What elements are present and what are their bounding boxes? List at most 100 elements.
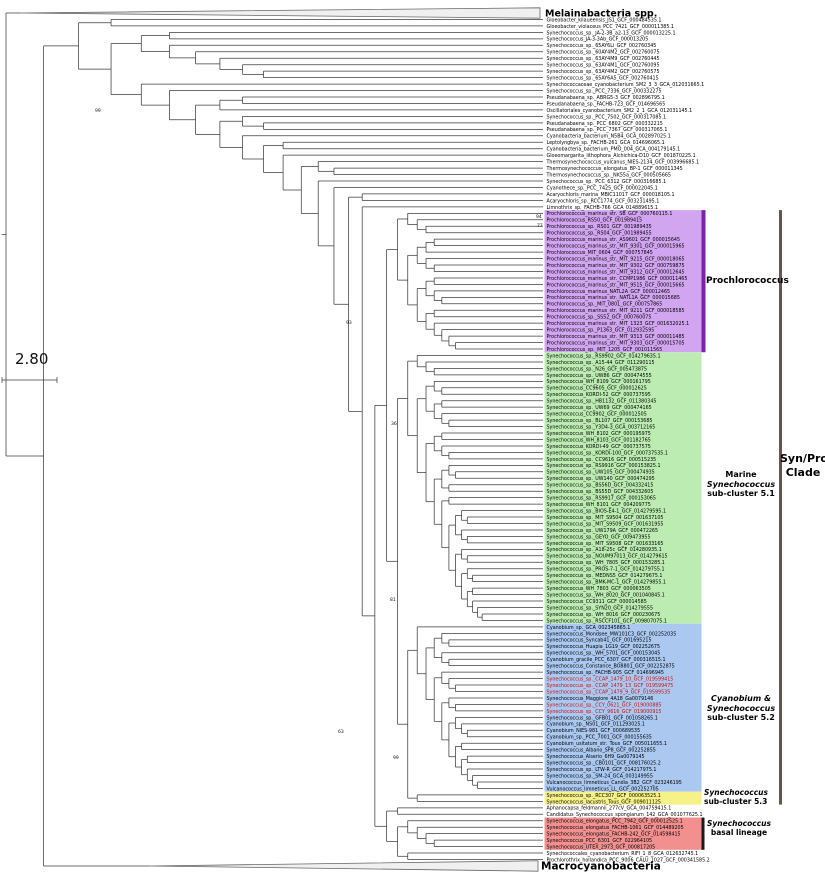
taxon-label: Synechococcus_CC9605_GCF_000012625	[547, 386, 647, 392]
clade-label-synpro-line2: Clade	[785, 466, 821, 479]
taxon-label: Synechococcus_sp._N26_GCF_005473875	[547, 366, 648, 372]
taxon-label: Aphanocapsa_feldmannii_277cV_GCA_0047594…	[547, 806, 672, 812]
clade-label-basal-line1: Synechococcus	[707, 819, 771, 828]
taxon-label: Synechococcus_Mondsee_MW101C3_GCF_002252…	[547, 631, 677, 637]
taxon-label: Cyanobacteria_bacterium_PMO_004_GCA_0041…	[547, 147, 681, 153]
support-value: 93	[346, 320, 352, 326]
taxon-label: Synechococcus_sp._BS55D_GCF_004332605	[547, 489, 654, 495]
taxon-label: Prochlorococcus_marinus_str._SB_GCF_0007…	[547, 211, 673, 217]
taxon-label: Thermosynechococcus_sp._NK55a_GCF_000505…	[546, 172, 671, 178]
taxon-label: Synechococcus_sp._65AY6A5_GCF_002760415	[547, 76, 659, 82]
taxon-label: Synechococcus_sp._SM-24_GCA_003149955	[547, 773, 653, 779]
clade-label-marine-subcluster-5-1: Marine Synechococcus sub-cluster 5.1	[700, 470, 782, 499]
clade-label-marine-line3: sub-cluster 5.1	[707, 489, 775, 498]
taxon-label: Synechococcus_sp._UW86_GCF_000474555	[547, 373, 652, 379]
taxon-label: Synechococcus_sp._CCAP_1479_9_GCF_019599…	[547, 689, 671, 695]
taxon-label: Thermosynechococcus_vulcanus_NIES-2134_G…	[546, 160, 700, 166]
clade-label-c52-line3: sub-cluster 5.2	[707, 713, 775, 722]
taxon-label: Synechococcus_sp._WH_8020_GCF_001040845.…	[547, 592, 665, 598]
scale-bar-label: 2.80	[15, 350, 49, 368]
taxon-label: Synechococcus_sp._PCC_7336_GCF_000332275	[547, 88, 662, 94]
taxon-label: Prochlorococcus_marinus_str._MIT_9215_GC…	[547, 256, 685, 262]
taxon-label: Synechococcus_sp._RSCCF101_GCF_009807075…	[547, 618, 667, 624]
taxon-label: Prochlorococcus_sp._SS52_GCF_000760075	[547, 315, 652, 321]
taxon-label: Synechococcus_elongatus_FACHB-242_GCF_01…	[547, 832, 681, 838]
taxon-label: Prochlorococcus_marinus_str._MIT_9301_GC…	[547, 244, 685, 250]
taxon-label: Gloeobacter_violaceus_PCC_7421_GCF_00001…	[547, 24, 674, 30]
taxon-label: Synechococcus_sp._MIT_S9504_GCF_00163710…	[547, 515, 664, 521]
taxon-label: Synechococcus_sp._CCY_9616_GCF_019000915	[547, 709, 662, 715]
taxon-label: Prochlorococcus_sp._P1363_GCF_012932595	[547, 328, 655, 334]
clade-label-subcluster-5-2: Cyanobium & Synechococcus sub-cluster 5.…	[700, 694, 782, 723]
clade-label-c52-line2: Synechococcus	[706, 703, 776, 713]
taxon-label: Acaryochloris_sp._RCC1774_GCF_003231495.…	[547, 198, 660, 204]
taxon-label: Vulcanococcus_limneticus_LL_GCF_00225270…	[547, 786, 659, 792]
taxon-label: Thermosynechococcus_elongatus_BP-1_GCF_0…	[546, 166, 683, 172]
taxon-label: Synechococcus_Constance_BO8801_GCF_00225…	[547, 664, 675, 670]
taxon-label: Prochlorococcus_marinus_str._NATL1A_GCF_…	[547, 295, 680, 301]
taxon-label: Vulcanococcus_limneticus_Candia_3B2_GCF_…	[547, 780, 682, 786]
taxon-label: Prochlorococcus_marinus_str._MIT_9313_GC…	[547, 334, 685, 340]
clade-label-c52-line1: Cyanobium &	[711, 694, 771, 703]
taxon-label: Prochlorococcus_sp._MIT_0801_GCF_0007578…	[547, 302, 663, 308]
taxon-label: Synechococcus_Huapia_1G19_GCF_002252675	[547, 644, 661, 650]
taxon-label: Synechococcus_sp._WH_8016_GCF_000230675	[547, 612, 661, 618]
taxon-label: Cyanothece_sp._PCC_7425_GCF_000022045.1	[547, 185, 658, 191]
taxon-label: Synechococcus_elongatus_FACHB-1061_GCF_0…	[547, 825, 684, 831]
taxon-label: Synechococcus_Alserio_6H9_Ga0079145	[547, 754, 645, 760]
taxon-label: Synechococcus_sp._MIT_S9509_GCF_00163195…	[547, 521, 664, 527]
clade-bar-2	[779, 210, 782, 805]
taxon-label: Synechococcus_CC9311_GCF_000014585	[547, 599, 647, 605]
collapsed-clade-wedge	[149, 860, 539, 872]
taxon-label: Synechococcus_sp._BL107_GCF_000153685	[547, 418, 653, 424]
taxon-label: Synechococcus_WH_8101_GCF_004209775	[547, 502, 651, 508]
taxon-label: Synechococcus_sp._JA-2-3B_a2-13_GCF_0000…	[547, 30, 676, 36]
taxon-label: Synechococcus_sp._WH_5701_GCF_000153045	[547, 651, 661, 657]
clade-label-c53-line2: sub-cluster 5.3	[704, 796, 768, 806]
clade-highlight-pro	[544, 210, 702, 353]
clade-highlight-m51	[544, 352, 702, 624]
taxon-label: Synechococcus_sp._63AY4M1_GCF_002760095	[547, 63, 660, 69]
clade-bar-0	[701, 210, 706, 353]
taxon-label: Gloeobacter_kilaueensis_JS1_GCF_00048453…	[547, 17, 662, 23]
taxon-label: Synechococcus_sp._CCAP_1479_10_GCF_01959…	[547, 676, 674, 682]
taxon-label: Prochlorococcus_MIT_0604_GCF_000757845	[547, 250, 653, 256]
support-value: 77	[537, 223, 543, 229]
taxon-label: Prochlorococcus_marinus_str._CCMP1986_GC…	[547, 276, 688, 282]
taxon-label: Synechococcus_sp._PCC_7502_GCF_000317085…	[547, 114, 667, 120]
taxon-label: Prochlorococcus_marinus_str._MIT_1323_GC…	[547, 321, 690, 327]
collapsed-clade-title: Melainabacteria spp.	[545, 9, 657, 20]
taxon-label: Synechococcus_sp._MEDNS5_GCF_014279675.1	[547, 573, 663, 579]
taxon-label: Cyanobium_gracile_PCC_6307_GCF_000316515…	[547, 657, 666, 663]
taxon-label: Candidatus_Synechococcus_spongiarum_142_…	[547, 812, 703, 818]
taxon-label: Synechococcus_sp._RS9902_GCF_014279635.1	[547, 353, 661, 359]
taxon-label: Synechococcus_JA-3-3Ab_GCF_000013205	[547, 37, 649, 43]
clade-highlight-basal	[544, 817, 702, 850]
clade-bar-1	[701, 817, 705, 850]
taxon-label: Prochlorococcus_marinus_str._MIT_9211_GC…	[547, 308, 685, 314]
taxon-label: Limnothrix_sp._FACHB-766_GCA_014889615.1	[547, 205, 658, 211]
taxon-label: Acaryochloris_marina_MBIC11017_GCF_00001…	[547, 192, 675, 198]
taxon-label: Synechococcus_sp._NOUM97013_GCF_01427961…	[547, 554, 668, 560]
support-value: 81	[390, 597, 396, 603]
taxon-label: Cyanobium_sp._PCC_7001_GCF_000155635	[547, 735, 652, 741]
taxon-label: Synechococcus_sp._FACHB-905_GCF_01469694…	[547, 670, 664, 676]
taxon-label: Synechococcus_sp._60AY4M2_GCF_002760075	[547, 50, 660, 56]
clade-highlight-c53	[544, 791, 702, 805]
taxon-label: Synechococcus_sp._RS9917_GCF_000153065	[547, 496, 656, 502]
taxon-label: Prochlorococcus_sp._RS04_GCF_001989455	[547, 231, 652, 237]
taxon-label: Synechococcus_sp._SYN20_GCF_014279555	[547, 605, 654, 611]
taxon-label: Synechococcus_sp._CCY_0621_GCF_019000885	[547, 702, 662, 708]
taxon-label: Synechococcus_sp._Y3D4-3_GCA_003712165	[547, 424, 656, 430]
taxon-label: Synechococcus_sp._A18-25c_GCF_014280935.…	[547, 547, 662, 553]
taxon-label: Synechococcus_sp._PROS-7-1_GCF_014279755…	[547, 567, 665, 573]
clade-label-prochlorococcus: Prochlorococcus	[706, 276, 789, 286]
taxon-label: Prochlorococcus_marinus_NATL2A_GCF_00001…	[547, 289, 671, 295]
taxon-label: Prochlorococcus_marinus_str._AS9601_GCF_…	[547, 237, 681, 243]
taxon-label: Synechococcus_sp._UW140_GCF_000474295	[547, 476, 655, 482]
clade-label-basal-lineage: Synechococcus basal lineage	[707, 819, 771, 837]
clade-label-marine-line2: Synechococcus	[706, 479, 776, 489]
taxon-label: Synechococcus_sp._BIOS-E4-1_GCF_01427959…	[547, 508, 667, 514]
taxon-label: Gloeomargarita_lithophora_Alchichica-D10…	[547, 153, 696, 159]
taxon-label: Synechococcus_sp._CB0101_GCF_008176025.2	[547, 760, 661, 766]
